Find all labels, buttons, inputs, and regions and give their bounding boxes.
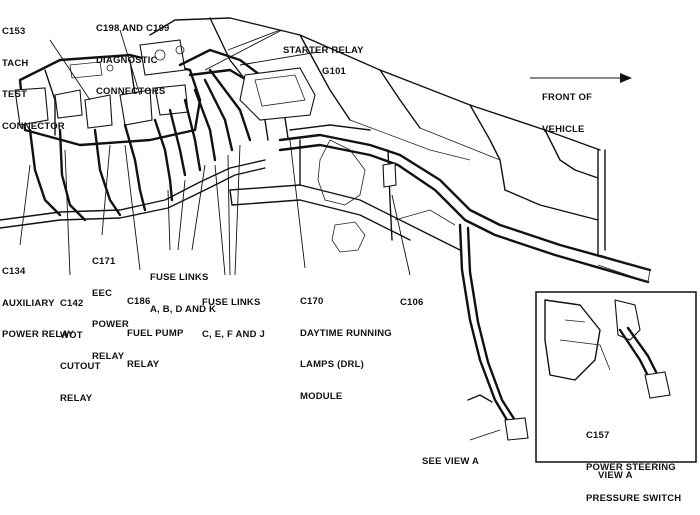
label-line: TEST <box>2 89 28 100</box>
label-see-view-a: SEE VIEW A <box>422 436 479 478</box>
label-line: C134 <box>2 266 26 277</box>
label-line: EEC <box>92 287 113 299</box>
label-line: FUSE LINKS <box>202 297 261 308</box>
label-g101: G101 <box>322 46 346 88</box>
label-line: POWER <box>92 319 129 330</box>
label-line: G101 <box>322 66 347 77</box>
fender-apron <box>149 17 606 256</box>
diagram-drawing <box>0 17 697 463</box>
label-line: C186 <box>127 296 151 307</box>
label-line: C171 <box>92 256 116 267</box>
starter-relay <box>239 67 316 141</box>
label-line: C106 <box>400 297 424 308</box>
label-line: C170 <box>300 296 324 307</box>
label-line: POWER RELAY <box>2 329 75 340</box>
label-view-a: VIEW A <box>598 450 633 492</box>
label-c198-c199: C198 AND C199 DIAGNOSTIC CONNECTORS <box>96 3 170 108</box>
label-line: VEHICLE <box>542 123 585 135</box>
label-c134: C134 AUXILIARY POWER RELAY <box>2 246 74 351</box>
relay-box <box>14 39 202 147</box>
label-line: POWER STEERING <box>586 461 676 473</box>
label-c106: C106 <box>400 277 424 319</box>
label-line: RELAY <box>127 359 160 370</box>
label-line: DAYTIME RUNNING <box>300 327 392 339</box>
label-line: PRESSURE SWITCH <box>586 493 682 504</box>
label-line: FUSE LINKS <box>150 272 209 283</box>
label-c170: C170 DAYTIME RUNNING LAMPS (DRL) MODULE <box>300 276 392 413</box>
wiring-harness <box>0 48 272 229</box>
label-line: WOT <box>60 329 83 341</box>
label-c142: C142 WOT CUTOUT RELAY <box>60 278 101 415</box>
label-line: CONNECTOR <box>2 120 65 132</box>
label-line: RELAY <box>92 350 125 362</box>
label-fuse-links-abdk: FUSE LINKS A, B, D AND K <box>150 252 216 326</box>
label-line: C142 <box>60 298 84 309</box>
label-line: C157 <box>586 430 610 441</box>
label-line: C198 AND C199 <box>96 23 170 34</box>
front-harness <box>278 133 652 441</box>
view-a-inset <box>535 291 697 463</box>
label-line: TACH <box>2 57 29 69</box>
label-line: LAMPS (DRL) <box>300 359 364 370</box>
label-fuse-links-cefj: FUSE LINKS C, E, F AND J <box>202 277 265 351</box>
label-line: A, B, D AND K <box>150 303 217 315</box>
label-line: SEE VIEW A <box>422 456 480 467</box>
wiring-diagram: C153 TACH TEST CONNECTOR C198 AND C199 D… <box>0 3 697 504</box>
label-front-of-vehicle: FRONT OF VEHICLE <box>542 72 592 146</box>
label-line: FUEL PUMP <box>127 327 184 339</box>
label-line: STARTER RELAY <box>283 45 364 56</box>
label-c186: C186 FUEL PUMP RELAY <box>127 276 184 381</box>
label-line: MODULE <box>300 390 343 402</box>
label-starter-relay: STARTER RELAY <box>283 25 364 67</box>
label-line: C, E, F AND J <box>202 328 265 340</box>
label-c171: C171 EEC POWER RELAY <box>92 236 129 373</box>
label-line: DIAGNOSTIC <box>96 54 158 66</box>
label-line: CONNECTORS <box>96 86 166 97</box>
label-line: VIEW A <box>598 470 633 481</box>
label-line: CUTOUT <box>60 361 101 372</box>
label-line: RELAY <box>60 392 93 404</box>
label-c153: C153 TACH TEST CONNECTOR <box>2 6 65 143</box>
label-line: FRONT OF <box>542 92 593 103</box>
label-line: C153 <box>2 26 26 37</box>
label-line: AUXILIARY <box>2 297 55 309</box>
